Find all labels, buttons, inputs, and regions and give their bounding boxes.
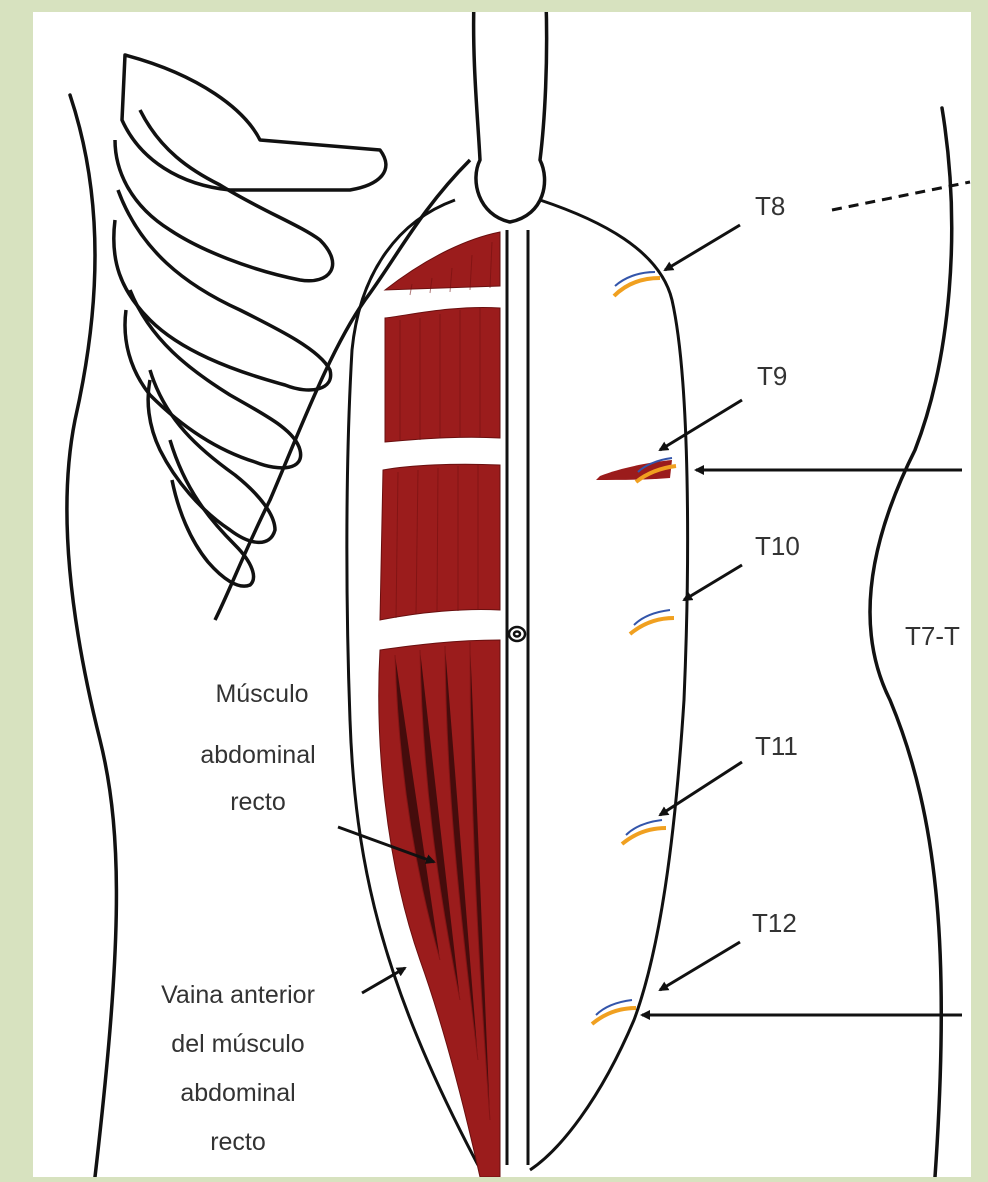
label-t12: T12 — [752, 908, 797, 938]
left-frame-edge — [0, 0, 33, 1177]
label-t8: T8 — [755, 191, 785, 221]
label-t11: T11 — [755, 731, 798, 761]
vaina-line-3: abdominal — [180, 1079, 295, 1107]
top-frame-edge — [0, 0, 988, 12]
right-frame-edge — [971, 0, 988, 1177]
label-t7-side: T7-T — [905, 621, 960, 651]
vaina-line-1: Vaina anterior — [161, 981, 315, 1009]
vaina-line-2: del músculo — [171, 1030, 304, 1058]
musculo-line-3: recto — [230, 788, 286, 816]
musculo-line-1: Músculo — [215, 680, 308, 708]
muscle-segment-2 — [385, 307, 500, 442]
vaina-line-4: recto — [210, 1128, 266, 1156]
label-t9: T9 — [757, 361, 787, 391]
label-t10: T10 — [755, 531, 800, 561]
musculo-line-2: abdominal — [200, 741, 315, 769]
